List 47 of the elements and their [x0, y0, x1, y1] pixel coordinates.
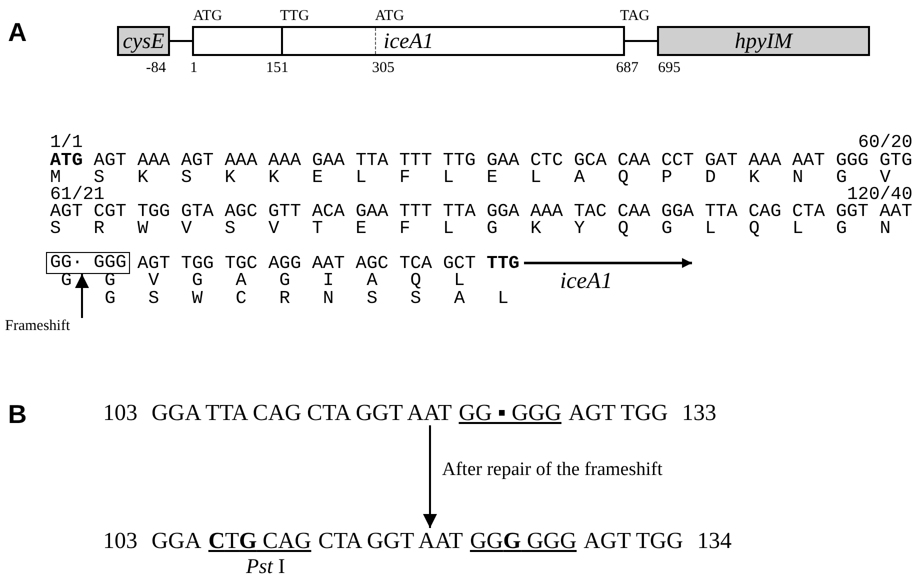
sequence-coordinate: 120/40 — [847, 185, 912, 205]
nucleotide-sequence: GG ▪ GGG — [458, 400, 562, 425]
position-number: -84 — [146, 60, 166, 76]
position-number: 687 — [616, 60, 638, 76]
panel-letter: B — [8, 400, 27, 429]
nucleotide-sequence: AGT TGG TGC AGG AAT AGC TCA GCT TTG — [137, 254, 520, 274]
position-number: 695 — [658, 60, 680, 76]
nucleotide-sequence: CTA GGT AAT — [318, 528, 463, 553]
nucleotide-sequence: GGG GGG — [470, 528, 577, 553]
sequence-coordinate: 60/20 — [858, 133, 913, 153]
sequence-coordinate: 1/1 — [50, 133, 83, 153]
panel-letter: A — [8, 18, 27, 47]
nucleotide-sequence: GGA TTA CAG CTA GGT AAT — [152, 400, 452, 425]
amino-acid-sequence: S R W V S V T E F L G K Y Q G L Q L G N — [50, 219, 891, 240]
connector-line — [170, 40, 192, 42]
nucleotide-sequence: CTG CAG — [208, 528, 312, 553]
gene-name: cysE — [122, 28, 164, 54]
enzyme-name: Pst I — [246, 555, 286, 578]
nucleotide-sequence: AGT TGG — [584, 528, 684, 553]
arrow — [75, 274, 89, 318]
amino-acid-sequence: G S W C R N S S A L — [104, 289, 509, 310]
edge-label: After repair of the frameshift — [442, 460, 663, 482]
position-number: 305 — [372, 60, 394, 76]
nucleotide-sequence: GGA — [152, 528, 202, 553]
gene-box — [117, 26, 170, 56]
gene-name: iceA1 — [560, 268, 612, 294]
position-number: 1 — [190, 60, 198, 76]
gene-box — [192, 26, 625, 56]
position-number: 151 — [266, 60, 288, 76]
nucleotide-sequence: ATG AGT AAA AGT AAA AAA GAA TTA TTT TTG GAA CTC GCA CAA CCT GAT AAA AAT GGG GTG — [50, 151, 912, 171]
gene-box — [657, 26, 870, 56]
codon-label: TAG — [620, 8, 650, 24]
gene-name: iceA1 — [383, 28, 434, 54]
nucleotide-sequence: AGT CGT TGG GTA AGC GTT ACA GAA TTT TTA GGA AAA TAC CAA GGA TTA CAG CTA GGT AAT — [50, 202, 912, 222]
sequence-coordinate: 134 — [697, 528, 732, 553]
connector-line — [625, 40, 657, 42]
arrow — [423, 425, 437, 528]
frameshift-label: Frameshift — [5, 318, 70, 334]
sequence-coordinate: 103 — [103, 528, 138, 553]
codon-label: ATG — [193, 8, 222, 24]
codon-label: TTG — [280, 8, 310, 24]
sequence-coordinate: 133 — [682, 400, 716, 425]
nucleotide-sequence: AGT TGG — [568, 400, 668, 425]
sequence-coordinate: 103 — [103, 400, 138, 425]
gene-name: hpyIM — [734, 28, 792, 54]
sequence-coordinate: 61/21 — [50, 185, 105, 205]
codon-label: ATG — [375, 8, 404, 24]
